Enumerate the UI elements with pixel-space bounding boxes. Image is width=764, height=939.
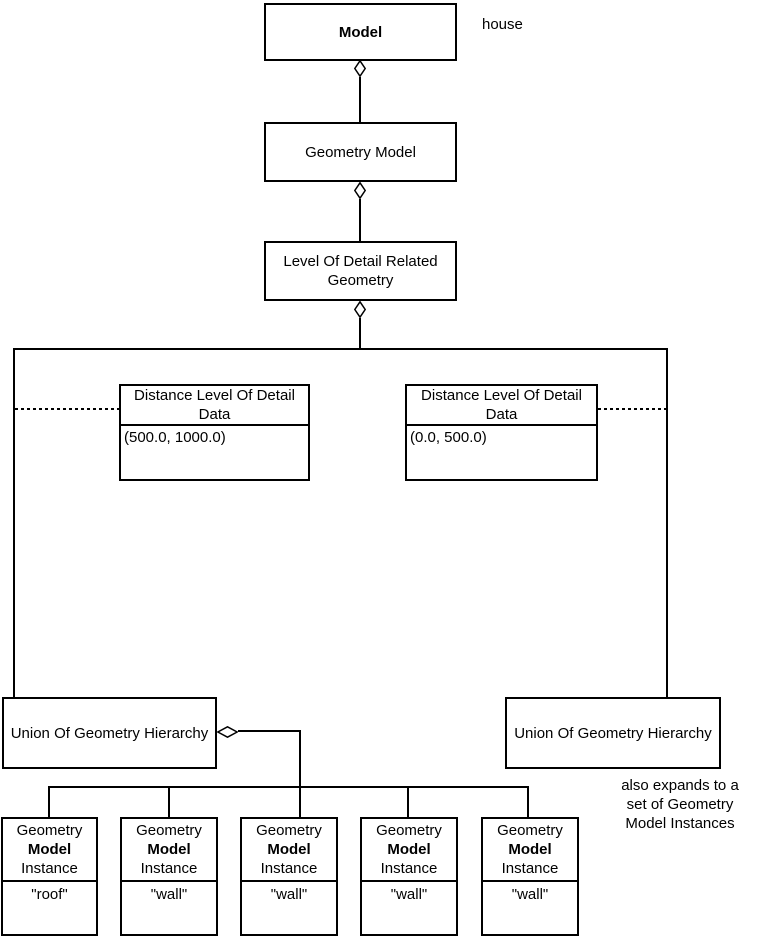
node-distance-lod-right-title: Distance Level Of Detail Data	[407, 386, 596, 426]
instance-word-2: Model	[508, 841, 552, 858]
drop-instance-4	[407, 786, 409, 817]
instance-word-1: Geometry	[16, 822, 83, 839]
node-distance-lod-left: Distance Level Of Detail Data (500.0, 10…	[119, 384, 310, 481]
node-instance-header: Geometry Model Instance	[483, 819, 577, 882]
rail-right	[666, 348, 668, 697]
annotation-expand-note-line1: also expands to a	[621, 777, 739, 794]
node-geometry-model: Geometry Model	[264, 122, 457, 182]
branch-bar	[13, 348, 668, 350]
drop-instance-5	[527, 786, 529, 817]
instance-word-1: Geometry	[376, 822, 442, 839]
annotation-house: house	[482, 16, 523, 33]
connector-union-feed-v	[299, 730, 301, 817]
drop-instance-2	[168, 786, 170, 817]
aggregation-diamond-icon	[354, 60, 366, 77]
dashed-link-left	[15, 408, 119, 410]
node-distance-lod-left-title: Distance Level Of Detail Data	[121, 386, 308, 426]
node-union-hierarchy-right-label: Union Of Geometry Hierarchy	[514, 724, 712, 742]
connector-lod-branchbar	[359, 318, 361, 350]
node-instance-wall-2: Geometry Model Instance "wall"	[240, 817, 338, 936]
instance-word-1: Geometry	[136, 822, 202, 839]
distribution-bar	[48, 786, 529, 788]
instance-word-2: Model	[27, 841, 72, 858]
dashed-link-right	[598, 408, 666, 410]
instance-word-2: Model	[387, 841, 431, 858]
instance-word-3: Instance	[260, 860, 318, 877]
node-instance-value: "roof"	[31, 886, 68, 903]
node-instance-roof: Geometry Model Instance "roof"	[1, 817, 98, 936]
node-instance-wall-4: Geometry Model Instance "wall"	[481, 817, 579, 936]
instance-word-2: Model	[147, 841, 191, 858]
node-distance-lod-left-value: (500.0, 1000.0)	[124, 429, 226, 446]
aggregation-diamond-icon	[354, 301, 366, 318]
node-union-hierarchy-right: Union Of Geometry Hierarchy	[505, 697, 721, 769]
connector-model-geometry	[359, 77, 361, 122]
drop-instance-1	[48, 786, 50, 817]
node-instance-header: Geometry Model Instance	[362, 819, 456, 882]
rail-left	[13, 348, 15, 697]
instance-word-3: Instance	[140, 860, 198, 877]
instance-word-2: Model	[267, 841, 311, 858]
connector-geometry-lod	[359, 199, 361, 241]
aggregation-diamond-icon	[354, 182, 366, 199]
node-lod-related-geometry: Level Of Detail Related Geometry	[264, 241, 457, 301]
connector-union-feed-h	[238, 730, 301, 732]
node-model: Model	[264, 3, 457, 61]
instance-word-1: Geometry	[256, 822, 322, 839]
node-instance-value: "wall"	[390, 886, 428, 903]
instance-word-1: Geometry	[497, 822, 563, 839]
aggregation-diamond-icon	[217, 726, 238, 738]
node-instance-value: "wall"	[270, 886, 308, 903]
node-union-hierarchy-left: Union Of Geometry Hierarchy	[2, 697, 217, 769]
node-instance-wall-1: Geometry Model Instance "wall"	[120, 817, 218, 936]
node-geometry-model-label: Geometry Model	[305, 143, 416, 161]
annotation-expand-note-line3: Model Instances	[625, 815, 735, 832]
node-instance-header: Geometry Model Instance	[122, 819, 216, 882]
node-instance-header: Geometry Model Instance	[242, 819, 336, 882]
node-model-label: Model	[338, 23, 383, 41]
node-distance-lod-right-value: (0.0, 500.0)	[410, 429, 487, 446]
instance-word-3: Instance	[380, 860, 438, 877]
node-union-hierarchy-left-label: Union Of Geometry Hierarchy	[10, 724, 209, 742]
node-distance-lod-right: Distance Level Of Detail Data (0.0, 500.…	[405, 384, 598, 481]
node-lod-related-geometry-label: Level Of Detail Related Geometry	[283, 253, 438, 289]
node-instance-wall-3: Geometry Model Instance "wall"	[360, 817, 458, 936]
node-instance-header: Geometry Model Instance	[3, 819, 96, 882]
node-instance-value: "wall"	[150, 886, 188, 903]
node-instance-value: "wall"	[511, 886, 549, 903]
annotation-expand-note: also expands to a set of Geometry Model …	[600, 776, 760, 833]
instance-word-3: Instance	[21, 860, 78, 877]
instance-word-3: Instance	[501, 860, 559, 877]
annotation-expand-note-line2: set of Geometry	[626, 796, 734, 813]
